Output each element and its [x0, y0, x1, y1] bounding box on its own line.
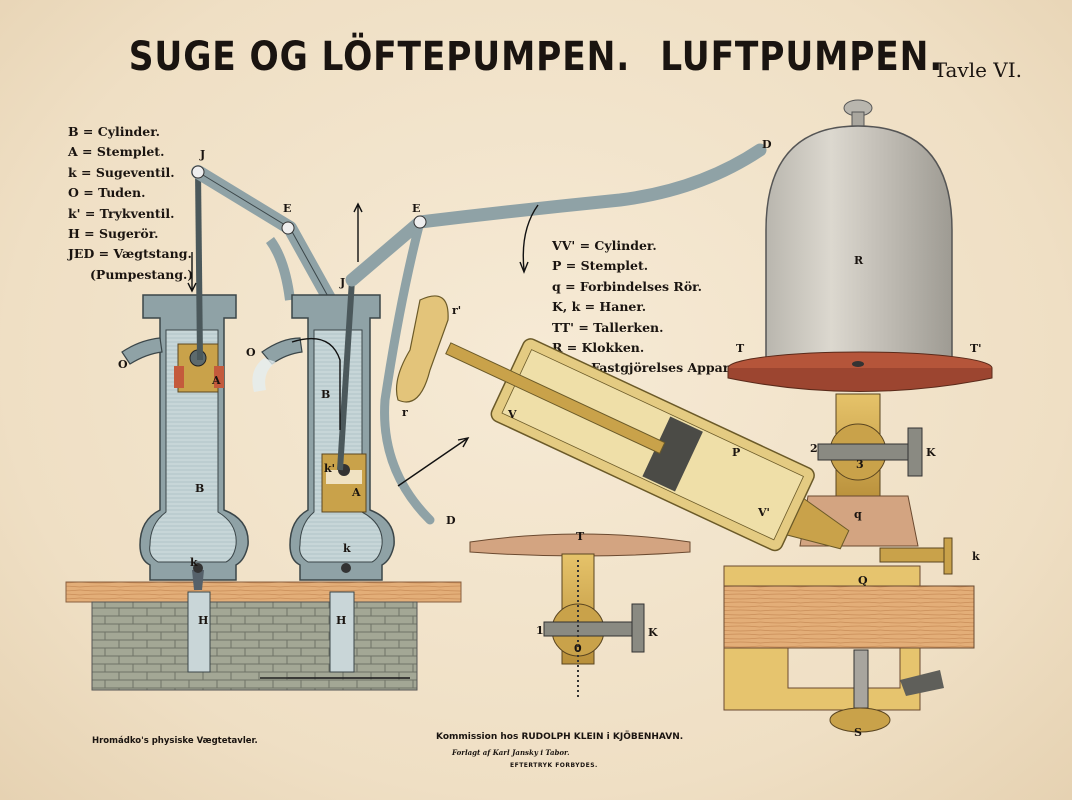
legend-water-pumps: B = Cylinder. A = Stemplet. k = Sugevent…	[68, 122, 193, 285]
valve-detail	[469, 533, 691, 700]
legend-item: JED = Vægtstang.	[68, 246, 192, 262]
pump-plate	[727, 351, 993, 392]
legend-item: TT' = Tallerken.	[552, 319, 664, 335]
legend-item: (Pumpestang.)	[90, 266, 194, 282]
legend-item: q = Forbindelses Rör.	[552, 278, 702, 294]
legend-item: k' = Trykventil.	[68, 205, 175, 221]
label-k-prime: k'	[324, 462, 335, 475]
footer-printer: Forlagt af Karl Jansky i Tabor.	[452, 748, 570, 757]
label-E: E	[283, 202, 291, 215]
lift-pump-handle	[345, 143, 767, 525]
footer-publisher: Kommission hos RUDOLPH KLEIN i KJÖBENHAV…	[436, 732, 684, 742]
label-r: r	[402, 406, 408, 419]
label-two: 2	[810, 442, 818, 455]
flow-arrows	[187, 202, 539, 487]
air-pump-base	[723, 495, 975, 733]
air-pump-stem	[817, 393, 923, 505]
label-S: S	[854, 726, 862, 739]
legend-item: K, k = Haner.	[552, 299, 647, 315]
label-H: H	[198, 614, 208, 627]
label-J: J	[199, 148, 205, 161]
legend-item: VV' = Cylinder.	[552, 238, 657, 253]
label-D2: D	[446, 514, 456, 527]
title-suction-pump: SUGE OG LÖFTEPUMPEN.	[128, 34, 631, 80]
label-B: B	[195, 482, 204, 495]
label-K2: K	[648, 626, 658, 639]
label-P: P	[732, 446, 740, 459]
legend-item: H = Sugerör.	[68, 226, 159, 242]
label-H2: H	[336, 614, 346, 627]
label-q: q	[854, 508, 862, 521]
label-A2: A	[351, 486, 361, 499]
label-V: V	[507, 408, 517, 421]
label-T-prime: T'	[970, 342, 982, 355]
legend-item: P = Stemplet.	[552, 258, 649, 274]
title-air-pump: LUFTPUMPEN.	[660, 34, 944, 80]
label-k2: k	[343, 542, 351, 555]
legend-item: B = Cylinder.	[68, 124, 161, 139]
label-T3: T	[576, 530, 585, 543]
label-O2: O	[246, 346, 256, 359]
footer-copyright: EFTERTRYK FORBYDES.	[510, 762, 598, 769]
label-Q: Q	[858, 574, 868, 587]
legend-item: O = Tuden.	[68, 185, 146, 201]
lift-pump	[252, 279, 395, 673]
legend-item: k = Sugeventil.	[68, 164, 175, 180]
suction-pump	[121, 169, 249, 673]
diagram-labels: J E E D D J O O A A B B k k k' H H R T T…	[118, 138, 982, 739]
label-T: T	[736, 342, 745, 355]
label-k: k	[190, 556, 198, 569]
label-E2: E	[412, 202, 420, 215]
label-r-prime: r'	[452, 304, 461, 317]
label-D: D	[762, 138, 772, 151]
label-three: 3	[856, 458, 864, 471]
label-O: O	[118, 358, 128, 371]
legend-item: R = Klokken.	[552, 340, 645, 356]
label-k3: k	[972, 550, 980, 563]
label-B2: B	[321, 388, 330, 401]
label-zero: 0	[574, 642, 582, 655]
air-pump-cylinder	[445, 338, 850, 552]
footer-series: Hromádko's physiske Vægtetavler.	[92, 736, 258, 746]
label-A: A	[211, 374, 221, 387]
label-R: R	[854, 254, 864, 267]
suction-pump-handle	[191, 165, 337, 307]
label-V-prime: V'	[757, 506, 770, 519]
legend-item: A = Stemplet.	[68, 144, 165, 160]
label-one: 1	[536, 624, 544, 637]
plate-number: Tavle VI.	[933, 58, 1022, 82]
pump-t-handle	[395, 295, 449, 403]
ground-foundation	[65, 581, 462, 691]
poster-title: SUGE OG LÖFTEPUMPEN. LUFTPUMPEN.	[75, 34, 997, 80]
bell-jar	[765, 99, 953, 359]
label-K: K	[926, 446, 936, 459]
label-J2: J	[339, 276, 345, 289]
